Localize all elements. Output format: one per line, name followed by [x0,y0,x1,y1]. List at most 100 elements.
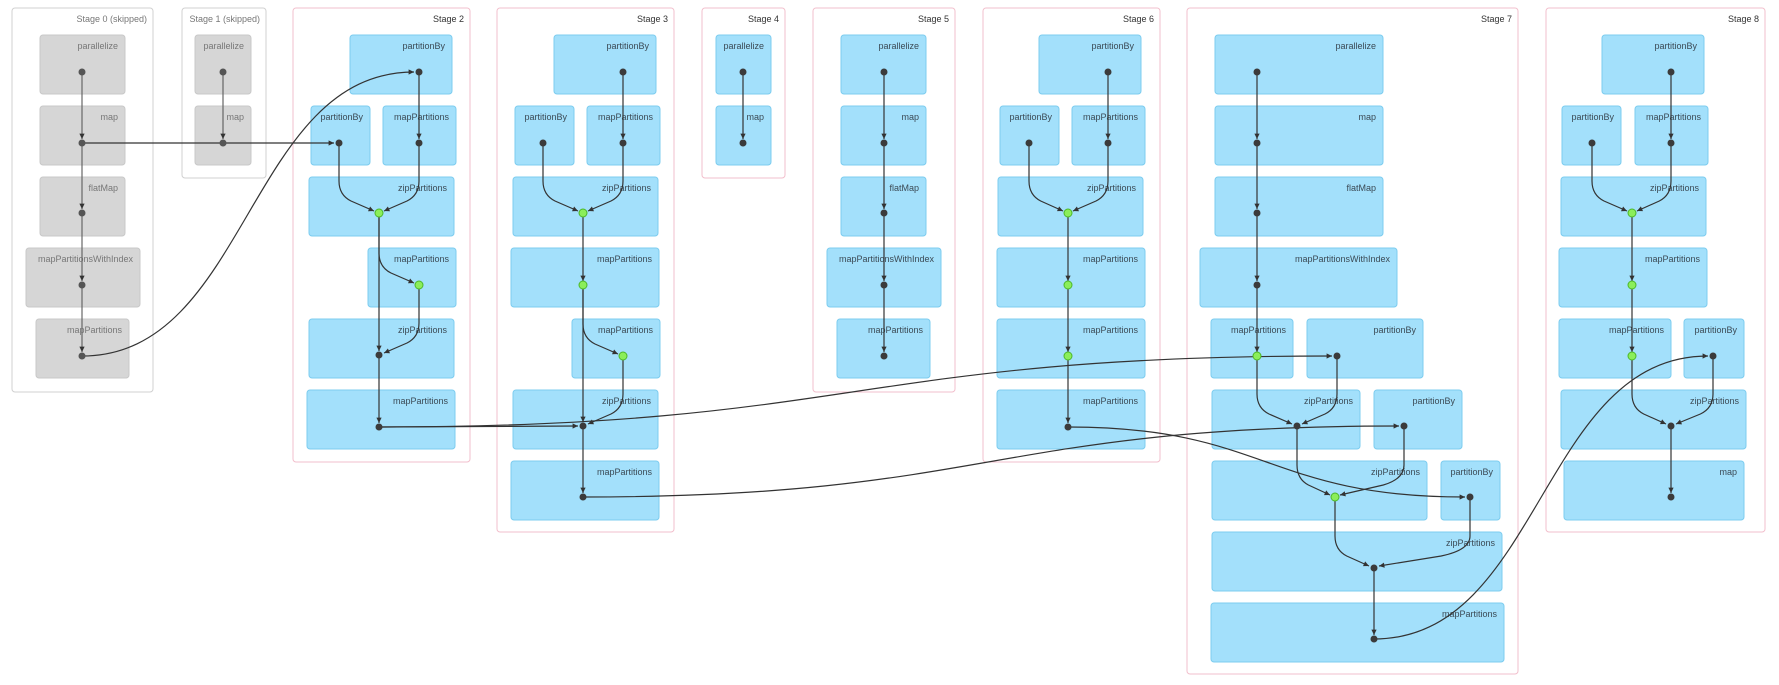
rdd-node[interactable] [1253,209,1261,217]
operation-zippartitions: zipPartitions [308,318,455,379]
rdd-node[interactable] [1667,68,1675,76]
operation-label: mapPartitions [597,254,653,264]
rdd-node[interactable] [1370,635,1378,643]
rdd-node[interactable] [1466,493,1474,501]
operation-label: mapPartitions [1083,396,1139,406]
cached-rdd-node[interactable] [1063,280,1073,290]
rdd-node[interactable] [415,139,423,147]
cached-rdd-node[interactable] [1252,351,1262,361]
edge-path [81,71,415,357]
operation-label: zipPartitions [602,396,652,406]
rdd-node[interactable] [78,352,86,360]
arrow-head [612,349,618,355]
rdd-node[interactable] [880,209,888,217]
cached-rdd-node[interactable] [578,280,588,290]
rdd-node[interactable] [539,139,547,147]
rdd-node[interactable] [1370,564,1378,572]
rdd-node[interactable] [78,209,86,217]
cached-rdd-node[interactable] [414,280,424,290]
cached-rdd-node[interactable] [1627,351,1637,361]
rdd-node[interactable] [579,493,587,501]
rdd-node[interactable] [1253,139,1261,147]
rdd-node[interactable] [375,351,383,359]
rdd-node[interactable] [619,139,627,147]
stage-label[interactable]: Stage 8 [1728,14,1759,24]
rdd-node[interactable] [1333,352,1341,360]
rdd-node[interactable] [739,139,747,147]
arrow-head [1637,206,1643,212]
edge-path [1072,143,1109,212]
rdd-node[interactable] [880,352,888,360]
rdd-node[interactable] [880,139,888,147]
rdd-node[interactable] [415,68,423,76]
cached-rdd-node[interactable] [1063,351,1073,361]
rdd-node[interactable] [579,422,587,430]
edge [582,423,1400,498]
cached-rdd-node[interactable] [618,351,628,361]
rdd-node[interactable] [219,68,227,76]
cached-rdd-node[interactable] [374,208,384,218]
stage-label[interactable]: Stage 5 [918,14,949,24]
rdd-node[interactable] [1400,422,1408,430]
rdd-node[interactable] [335,139,343,147]
edge [338,143,375,212]
arrow-head [1629,346,1635,352]
rdd-node[interactable] [1667,493,1675,501]
edge-path [1028,143,1064,212]
stage-label[interactable]: Stage 3 [637,14,668,24]
arrow-head [1105,133,1111,139]
rdd-node[interactable] [739,68,747,76]
rdd-node[interactable] [880,281,888,289]
stage-label[interactable]: Stage 2 [433,14,464,24]
cached-rdd-node[interactable] [1063,208,1073,218]
rdd-node[interactable] [1667,139,1675,147]
edge [881,72,887,139]
operation-label: map [1358,112,1376,122]
cached-rdd-node[interactable] [1330,492,1340,502]
operation-label: zipPartitions [1371,467,1421,477]
cached-rdd-node[interactable] [578,208,588,218]
operation-label: parallelize [878,41,919,51]
rdd-node[interactable] [1667,422,1675,430]
arrow-head [1324,490,1330,496]
stage-label[interactable]: Stage 6 [1123,14,1154,24]
edge [416,72,422,139]
rdd-node[interactable] [1293,422,1301,430]
rdd-node[interactable] [1025,139,1033,147]
rdd-node[interactable] [880,68,888,76]
operation-label: flatMap [88,183,118,193]
stage-label[interactable]: Stage 0 (skipped) [76,14,147,24]
rdd-node[interactable] [1104,68,1112,76]
rdd-node[interactable] [1588,139,1596,147]
rdd-node[interactable] [219,139,227,147]
operation-box [1560,176,1707,237]
rdd-node[interactable] [1104,139,1112,147]
rdd-node[interactable] [1253,68,1261,76]
arrow-head [1073,206,1079,212]
stage-label[interactable]: Stage 7 [1481,14,1512,24]
arrow-head [1254,275,1260,281]
rdd-node[interactable] [375,423,383,431]
cached-rdd-node[interactable] [1627,208,1637,218]
stage-7[interactable]: Stage 7parallelizemapflatMapmapPartition… [1186,7,1519,675]
rdd-node[interactable] [1064,423,1072,431]
rdd-node[interactable] [78,281,86,289]
rdd-node[interactable] [1253,281,1261,289]
rdd-node[interactable] [78,68,86,76]
rdd-node[interactable] [619,68,627,76]
stage-label[interactable]: Stage 4 [748,14,779,24]
operation-box [308,318,455,379]
stage-label[interactable]: Stage 1 (skipped) [189,14,260,24]
rdd-node[interactable] [78,139,86,147]
edges-layer [79,69,1714,640]
edge-path [1256,356,1293,425]
rdd-node[interactable] [1709,352,1717,360]
operation-box [1038,34,1142,95]
arrow-head [580,487,586,493]
cached-rdd-node[interactable] [1627,280,1637,290]
